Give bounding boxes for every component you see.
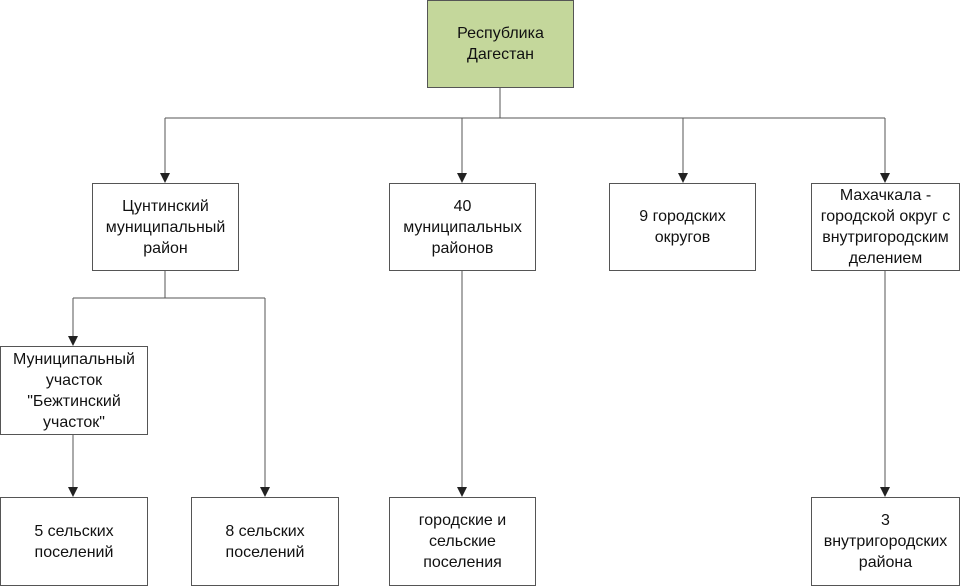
node-40-municipal-districts: 40 муниципальных районов [389,183,536,271]
node-urban-and-rural-settlements: городские и сельские поселения [389,497,536,586]
node-tsuntinsky-district: Цунтинский муниципальный район [92,183,239,271]
node-9-urban-districts: 9 городских округов [609,183,756,271]
node-republic-dagestan: Республика Дагестан [427,0,574,88]
node-8-rural-settlements: 8 сельских поселений [191,497,339,586]
node-5-rural-settlements: 5 сельских поселений [0,497,148,586]
node-3-intracity-districts: 3 внутригородских района [811,497,960,586]
node-bezhtinsky-section: Муниципальный участок "Бежтинский участо… [0,346,148,435]
node-makhachkala: Махачкала - городской округ с внутригоро… [811,183,960,271]
